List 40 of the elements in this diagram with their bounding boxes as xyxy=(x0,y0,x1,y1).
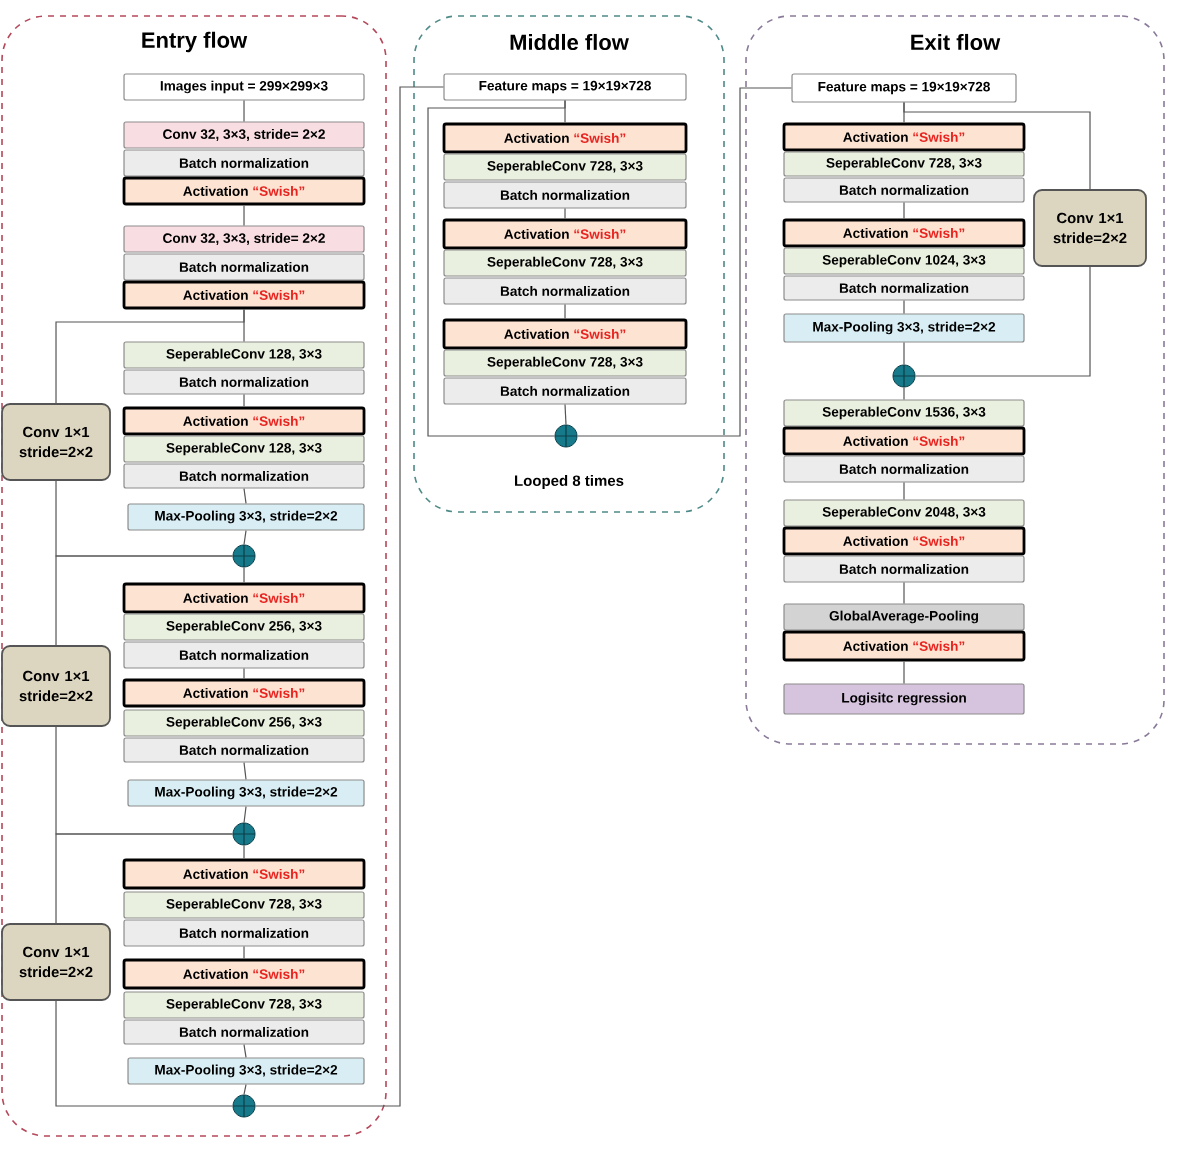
connector xyxy=(243,946,245,960)
panel-title: Middle flow xyxy=(510,33,629,51)
add-circle xyxy=(232,544,256,568)
connector xyxy=(243,844,245,860)
connector xyxy=(55,833,234,924)
connector xyxy=(243,1044,247,1058)
connector xyxy=(55,308,245,404)
connector xyxy=(903,300,905,314)
connector xyxy=(243,1084,247,1096)
connector xyxy=(903,342,905,366)
panel-title: Exit flow xyxy=(911,33,1001,51)
connector xyxy=(243,530,247,546)
connector xyxy=(243,394,245,408)
connector xyxy=(903,582,905,604)
connector xyxy=(914,266,1091,377)
connector xyxy=(243,762,247,780)
add-circle xyxy=(554,424,578,448)
connector xyxy=(903,660,905,684)
connector xyxy=(903,102,1091,190)
connector xyxy=(903,482,905,500)
connector xyxy=(576,87,792,437)
connector xyxy=(243,204,245,226)
connector xyxy=(243,806,247,824)
connector xyxy=(243,668,245,680)
connector xyxy=(903,202,905,220)
connector xyxy=(564,208,566,220)
connector xyxy=(903,386,905,400)
connector xyxy=(243,100,245,122)
connector xyxy=(254,86,444,1107)
connector xyxy=(564,304,566,320)
panel-title: Entry flow xyxy=(142,31,248,53)
connector xyxy=(55,1000,234,1107)
connector xyxy=(564,404,567,426)
connector xyxy=(427,100,566,437)
connector xyxy=(243,488,247,504)
add-circle xyxy=(232,822,256,846)
add-circle xyxy=(892,364,916,388)
add-circle xyxy=(232,1094,256,1118)
connector xyxy=(55,555,234,646)
connector xyxy=(243,566,245,584)
